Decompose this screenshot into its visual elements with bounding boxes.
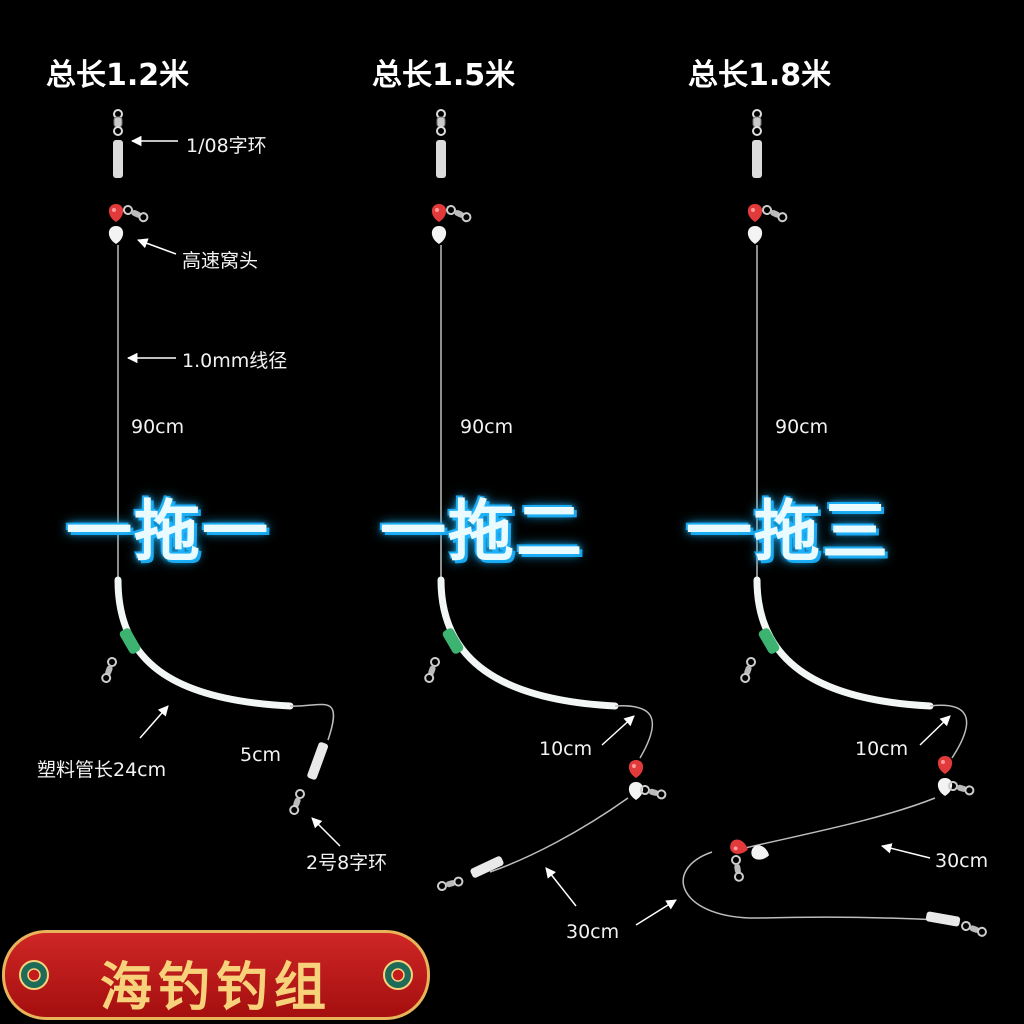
knot-ornament-right-icon (383, 960, 413, 990)
label-swivel-ring: 1/08字环 (186, 135, 267, 157)
label-length-30-rig3: 30cm (935, 850, 989, 872)
label-length-90-rig3: 90cm (775, 416, 829, 438)
title-rig-1: 总长1.2米 (46, 58, 190, 93)
label-length-30-rig2: 30cm (566, 921, 620, 943)
knot-ornament-left-icon (19, 960, 49, 990)
label-length-90-rig2: 90cm (460, 416, 514, 438)
label-line-diameter: 1.0mm线径 (182, 350, 288, 372)
label-tube-length: 塑料管长24cm (37, 759, 167, 781)
caption-one-drag-three: 一拖三 (686, 493, 890, 570)
label-length-90-rig1: 90cm (131, 416, 185, 438)
label-length-5: 5cm (240, 744, 282, 766)
label-length-10-rig3: 10cm (855, 738, 909, 760)
label-bait-head: 高速窝头 (182, 250, 259, 272)
brand-banner: 海钓钓组 (2, 930, 430, 1020)
title-rig-2: 总长1.5米 (372, 58, 516, 93)
caption-one-drag-one: 一拖一 (66, 493, 270, 570)
title-rig-3: 总长1.8米 (688, 58, 832, 93)
rig-2 (423, 109, 668, 907)
rig-1 (100, 109, 341, 847)
caption-one-drag-two: 一拖二 (380, 493, 584, 570)
label-length-10-rig2: 10cm (539, 738, 593, 760)
label-swivel-no2: 2号8字环 (306, 852, 388, 874)
banner-title: 海钓钓组 (99, 957, 332, 1018)
rig-3 (635, 109, 989, 938)
